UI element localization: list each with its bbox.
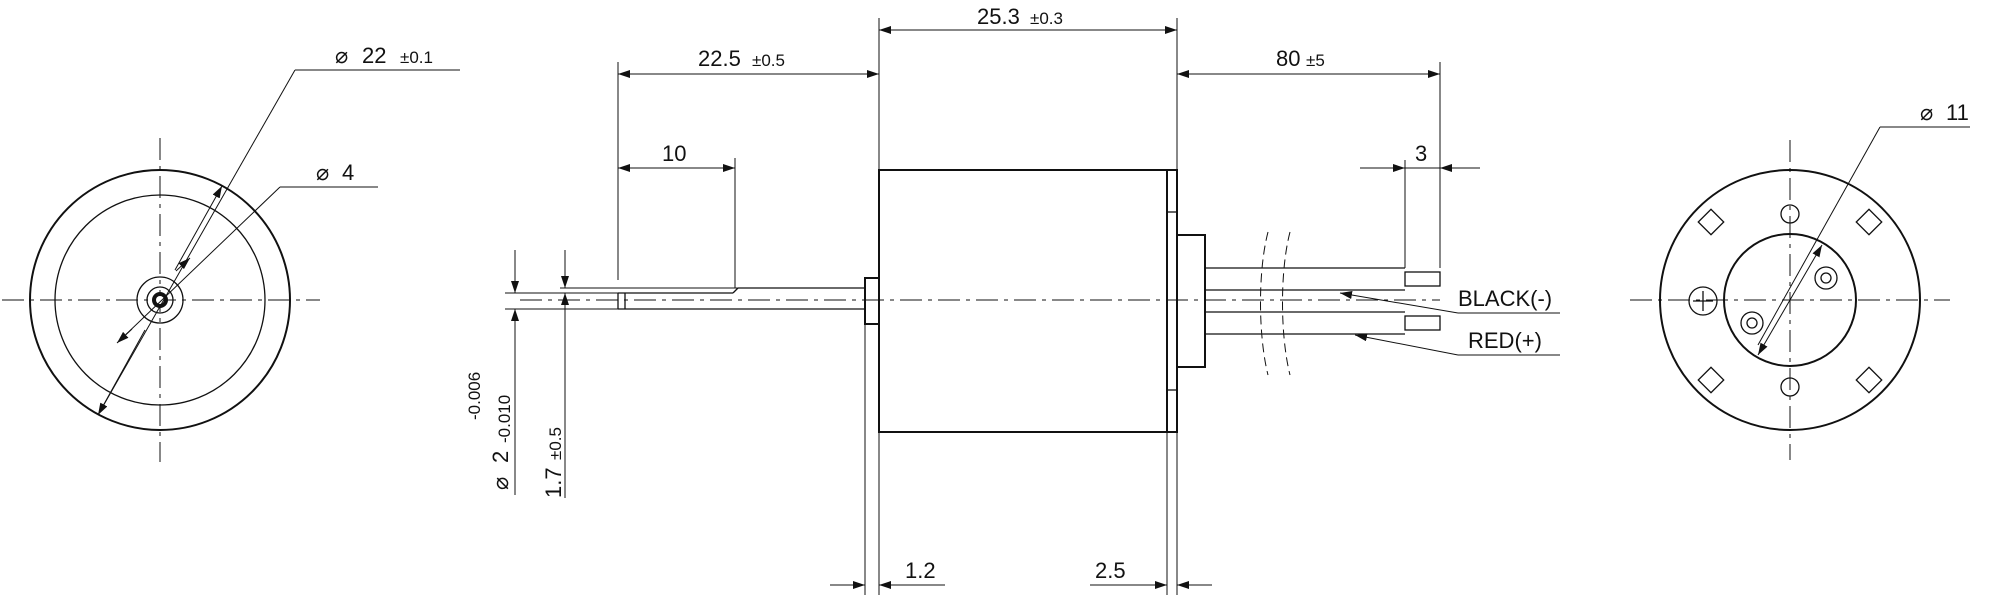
dim-lead-length-tol: ±5 xyxy=(1306,51,1325,70)
front-od-value: 22 xyxy=(362,43,386,68)
dim-shaft-dia-symbol: ⌀ xyxy=(488,477,513,490)
front-inner-circle xyxy=(54,194,266,406)
front-outer-circle xyxy=(29,169,291,431)
wire-red-label: RED(+) xyxy=(1468,328,1542,353)
rear-hub-symbol: ⌀ xyxy=(1920,100,1933,125)
shaft xyxy=(617,287,865,310)
dim-collar-value: 1.2 xyxy=(905,558,936,583)
wire-black-label: BLACK(-) xyxy=(1458,286,1552,311)
rear-view: ⌀ 11 xyxy=(1630,100,1970,460)
front-boss-inner xyxy=(146,286,174,314)
dim-body-length-value: 25.3 xyxy=(977,4,1020,29)
shaft-collar xyxy=(864,277,880,325)
front-od-leader xyxy=(97,69,296,416)
front-boss-outer xyxy=(136,276,184,324)
rear-hub-leader xyxy=(1757,126,1881,346)
front-boss-symbol: ⌀ xyxy=(316,160,329,185)
terminal-positive xyxy=(1688,286,1718,316)
front-od-symbol: ⌀ xyxy=(335,43,348,68)
dim-lead-strip-value: 3 xyxy=(1415,141,1427,166)
motor-body xyxy=(878,169,1178,433)
front-boss-leader xyxy=(117,186,281,343)
dim-shaft-dia-value: 2 xyxy=(488,451,513,463)
front-od-tol: ±0.1 xyxy=(400,48,433,67)
side-view: BLACK(-) RED(+) 25.3 ±0.3 22.5 ±0.5 80 ±… xyxy=(465,4,1560,595)
dim-flat-depth-tol: ±0.5 xyxy=(546,427,565,460)
end-cap xyxy=(1166,169,1178,433)
rear-hub-circle xyxy=(1723,233,1857,367)
rear-hub-value: 11 xyxy=(1946,100,1969,125)
rear-boss xyxy=(1176,234,1206,368)
dim-body-length-tol: ±0.3 xyxy=(1030,9,1063,28)
dim-lead-length-value: 80 xyxy=(1276,46,1300,71)
dim-flat-length-value: 10 xyxy=(662,141,686,166)
dim-shaft-dia-tol-lower: -0.010 xyxy=(495,395,514,443)
dim-shaft-length-tol: ±0.5 xyxy=(752,51,785,70)
front-view: ⌀ 22 ±0.1 ⌀ 4 xyxy=(2,43,460,462)
dim-shaft-dia-tol-upper: -0.006 xyxy=(465,372,484,420)
front-boss-value: 4 xyxy=(342,160,354,185)
lead-wires xyxy=(1205,231,1441,376)
dim-flat-depth-value: 1.7 xyxy=(541,467,566,498)
dim-shaft-length-value: 22.5 xyxy=(698,46,741,71)
dim-endcap-value: 2.5 xyxy=(1095,558,1126,583)
rear-outer-circle xyxy=(1659,169,1921,431)
